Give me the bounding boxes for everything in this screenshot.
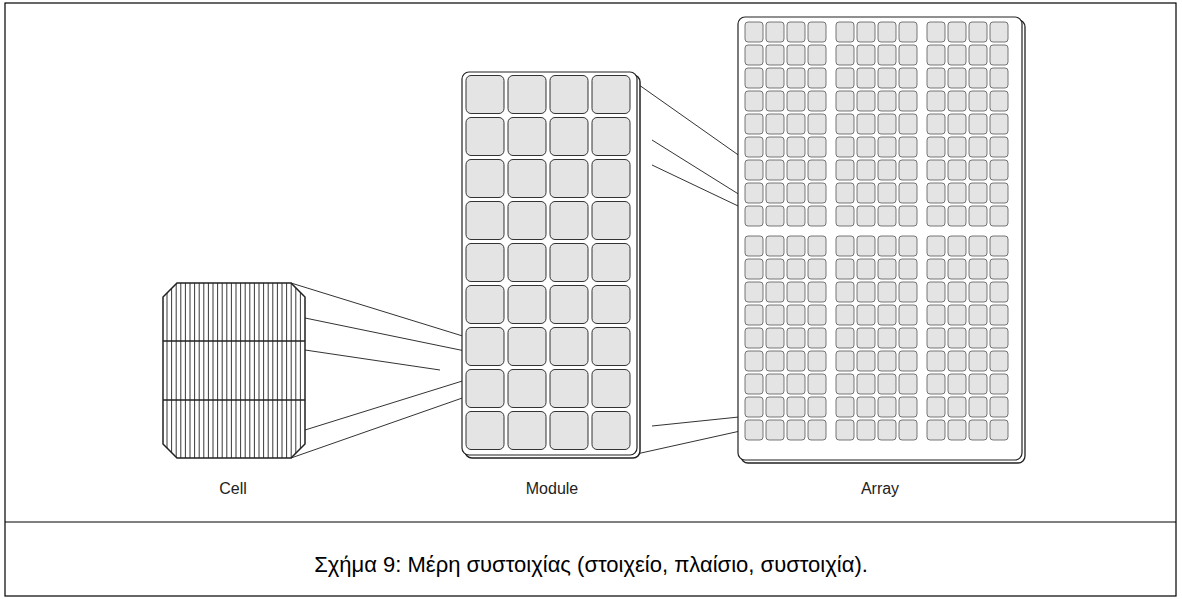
figure-frame bbox=[5, 3, 1176, 596]
part-label: Module bbox=[526, 480, 578, 498]
part-label: Array bbox=[861, 480, 899, 498]
solar-cell bbox=[163, 283, 305, 458]
pv-array bbox=[738, 17, 1025, 463]
figure-caption: Σχήμα 9: Μέρη συστοιχίας (στοιχείο, πλαί… bbox=[0, 552, 1182, 578]
pv-module bbox=[462, 72, 640, 458]
caption-divider bbox=[5, 521, 1176, 522]
part-label: Cell bbox=[219, 480, 247, 498]
